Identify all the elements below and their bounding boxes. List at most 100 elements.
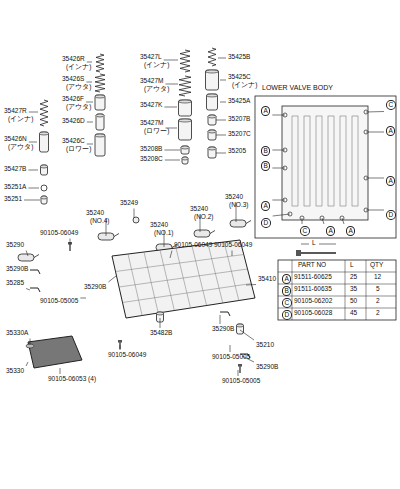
part-number: 35410 — [258, 276, 276, 283]
callout-letter: A — [282, 274, 291, 284]
part-number: QTY — [370, 262, 383, 269]
part-number: 35208C — [140, 156, 163, 163]
valve-bore — [352, 116, 358, 206]
part-number: 2 — [376, 298, 380, 305]
valve-body — [112, 240, 255, 318]
valve-bore — [304, 116, 310, 206]
solenoid — [230, 220, 246, 227]
part-number: 25 — [350, 274, 357, 281]
leader-line — [342, 218, 344, 224]
part-number: 35290B — [212, 326, 234, 333]
part-number: (アウタ) — [144, 86, 169, 93]
valve-end — [40, 132, 49, 135]
bolt — [239, 366, 240, 373]
part-number: 35427R — [4, 108, 27, 115]
valve — [179, 100, 192, 116]
part-number: L — [312, 240, 316, 247]
leader-line — [87, 144, 93, 145]
bolt-head — [238, 364, 242, 367]
leader-line — [29, 142, 37, 143]
part-number: 2 — [376, 310, 380, 317]
leader-line — [24, 200, 40, 201]
valve-end — [208, 115, 216, 118]
leader-line — [160, 318, 161, 328]
valve-end — [95, 134, 105, 137]
part-number: (NO.4) — [90, 218, 110, 225]
spring — [180, 50, 190, 72]
part-number: 45 — [350, 310, 357, 317]
valve — [41, 196, 47, 204]
callout-letter: A — [386, 126, 395, 136]
dim-line — [319, 244, 336, 245]
table-frame — [278, 260, 396, 320]
part-number: 35426R — [62, 56, 85, 63]
callout-letter: C — [300, 226, 310, 236]
dim-line — [301, 244, 309, 245]
table-rule — [278, 308, 396, 309]
bolt-head — [118, 340, 122, 343]
leader-line — [216, 153, 226, 154]
valve-bore — [316, 116, 322, 206]
leader-line — [322, 218, 324, 224]
leader-line — [166, 84, 179, 85]
leader-line — [366, 178, 384, 179]
valve-end — [179, 100, 192, 103]
part-number: 90105-06049 — [214, 242, 252, 249]
solenoid-lead — [34, 255, 39, 258]
leader-line — [87, 62, 92, 63]
part-number: 35427L — [140, 54, 162, 61]
lower-valve-body — [282, 106, 368, 220]
part-number: (ロワー) — [144, 128, 169, 135]
part-number: 5 — [376, 286, 380, 293]
leader-line — [29, 112, 38, 113]
leader-line — [28, 170, 38, 171]
leader-line — [230, 345, 231, 352]
part-number: 35207B — [228, 116, 250, 123]
valve-bore — [328, 116, 334, 206]
solenoid-lead — [210, 231, 215, 234]
valve — [40, 132, 49, 152]
part-number: 35290B — [256, 364, 278, 371]
leader-line — [216, 135, 226, 136]
valve — [208, 147, 216, 158]
valve — [95, 95, 105, 110]
bolt — [69, 244, 70, 251]
valve — [182, 157, 188, 164]
leader-line — [26, 289, 30, 291]
valve — [96, 114, 104, 130]
part-number: 90105-06028 — [294, 310, 332, 317]
part-number: 35426C — [62, 138, 85, 145]
leader-line — [164, 150, 180, 151]
valve-end — [179, 119, 192, 122]
part-number: 90105-06202 — [294, 298, 332, 305]
leader-line — [165, 160, 180, 161]
leader-line — [240, 330, 254, 340]
part-number: 35285 — [6, 280, 24, 287]
callout-letter: C — [386, 100, 396, 110]
callout-letter: A — [326, 226, 335, 236]
clip — [220, 312, 230, 316]
valve — [41, 165, 48, 175]
leader-line — [272, 150, 285, 151]
callout-letter: D — [261, 218, 271, 228]
valve — [179, 119, 192, 140]
part-number: 35427B — [4, 166, 26, 173]
part-number: 12 — [374, 274, 381, 281]
clip — [30, 270, 40, 274]
part-number: 35426N — [4, 136, 27, 143]
part-number: 90105-05005 — [222, 378, 260, 385]
part-number: 35249 — [120, 200, 138, 207]
leader-line — [273, 214, 290, 216]
part-number: 35425C — [228, 74, 251, 81]
callout-letter: A — [261, 106, 270, 116]
leader-line — [70, 239, 71, 246]
valve — [181, 146, 189, 154]
valve-end — [208, 147, 216, 150]
part-number: 91511-60635 — [294, 286, 332, 293]
part-number: (NO.3) — [229, 202, 249, 209]
inset-title: LOWER VALVE BODY — [262, 84, 333, 91]
leader-line — [120, 345, 121, 350]
valve — [208, 130, 216, 140]
part-number: (NO.2) — [194, 214, 214, 221]
bolt-shank — [301, 252, 336, 254]
